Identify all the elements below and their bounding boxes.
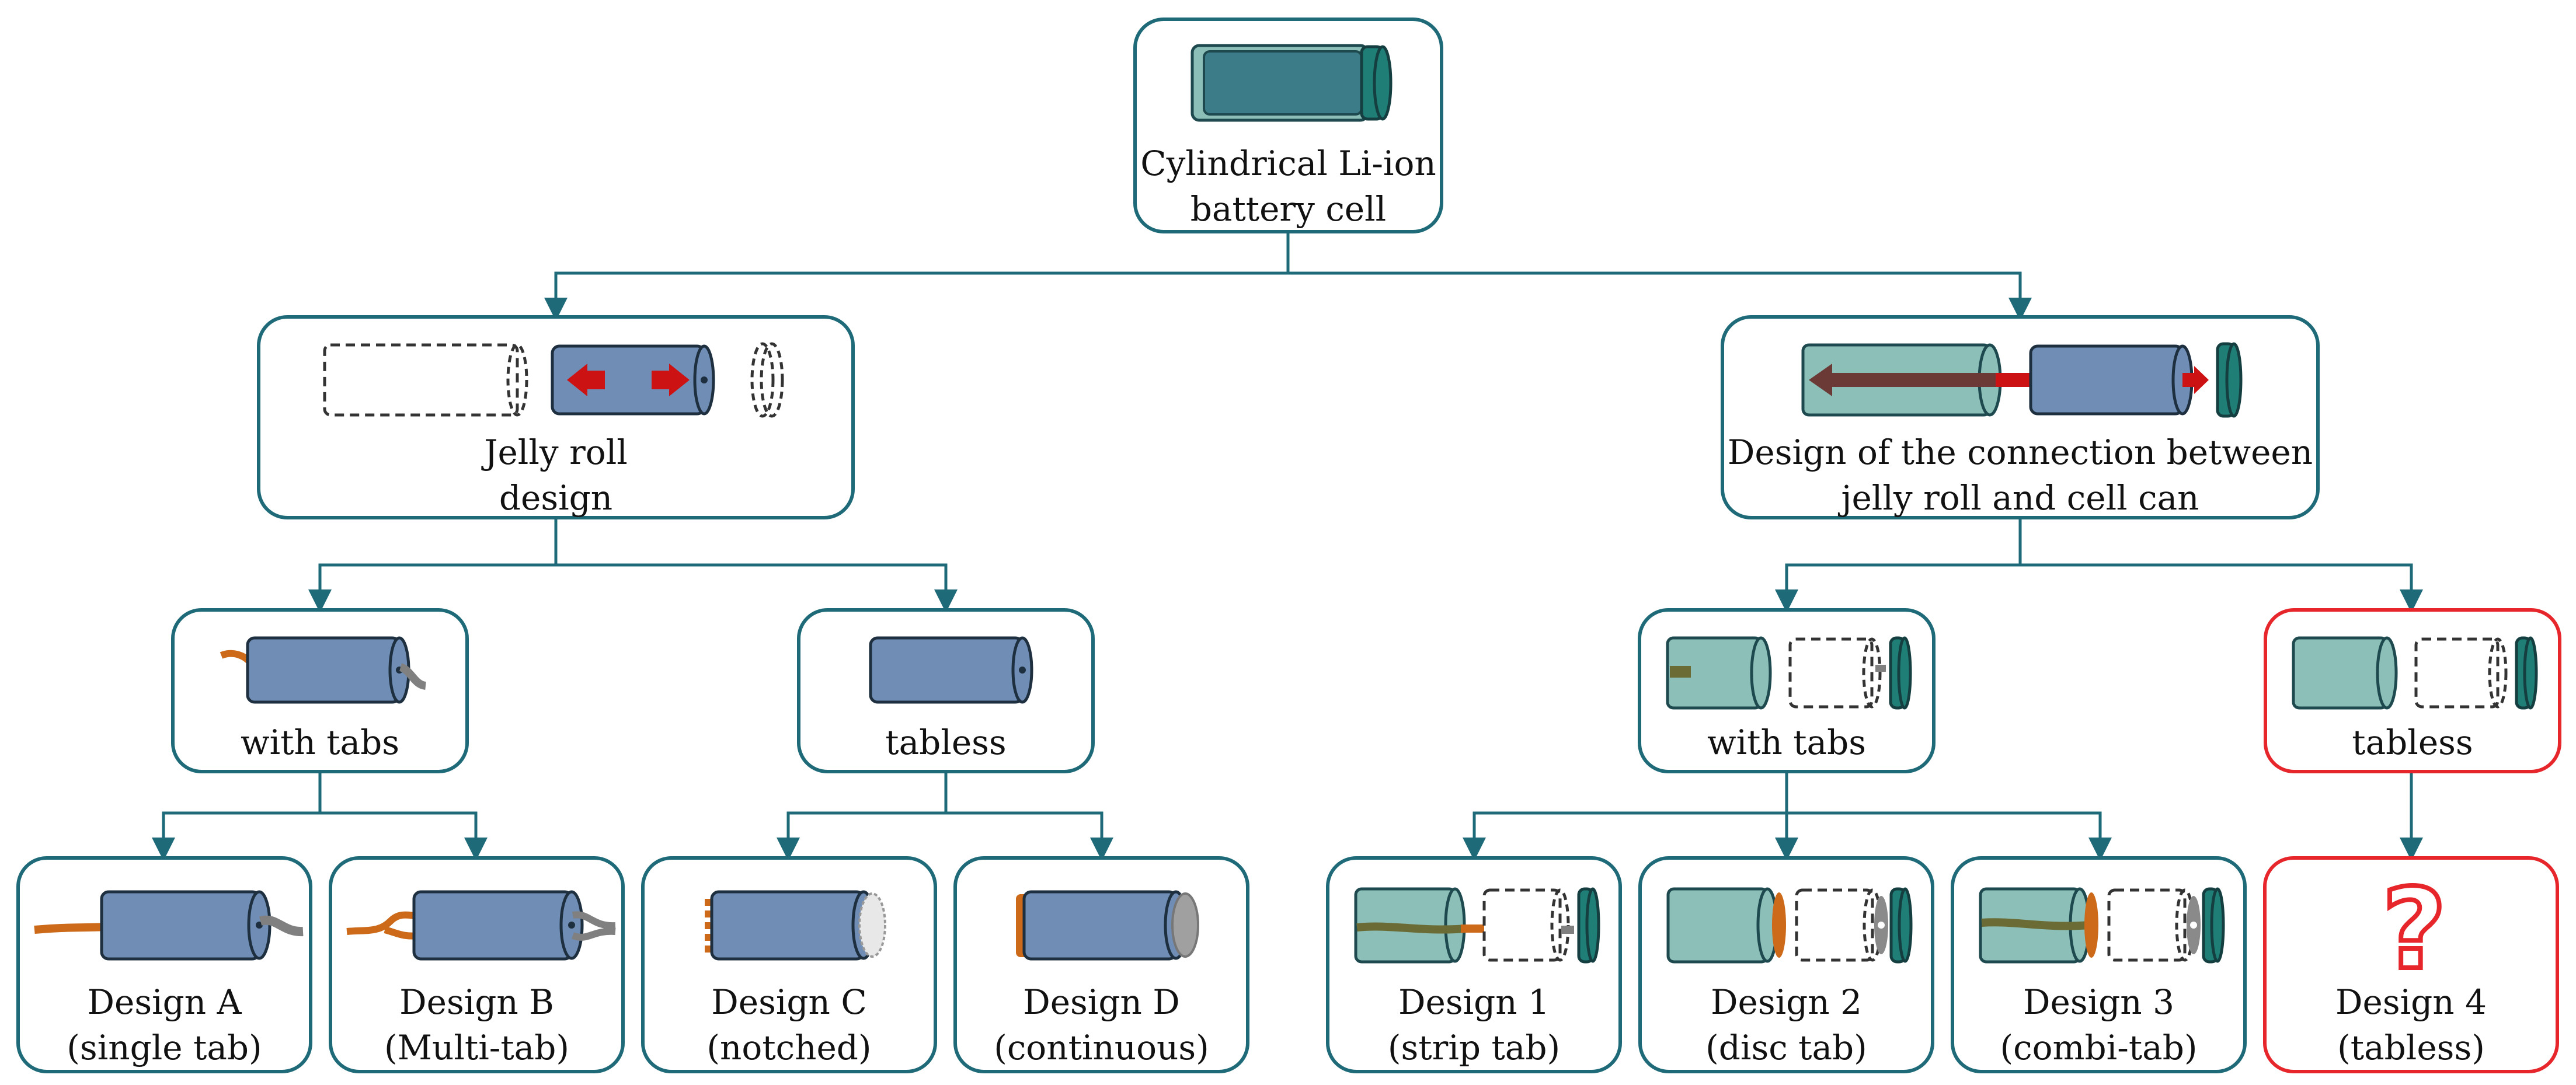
design-d-node: Design D (continuous) [953,856,1249,1073]
design-1-node: Design 1 (strip tab) [1326,856,1622,1073]
design-b-node: Design B (Multi-tab) [329,856,625,1073]
assembled-cell-icon [1190,44,1393,122]
design-2-title: Design 2 [1711,982,1862,1022]
design-b-title: Design B [399,982,554,1022]
design-1-title: Design 1 [1398,982,1550,1022]
jelly-roll-plain-icon [869,636,1033,704]
design-3-title: Design 3 [2023,982,2174,1022]
design-c-title: Design C [711,982,867,1022]
jelly-roll-label-line2: design [499,478,613,518]
disc-tab-icon [1666,887,1913,964]
cell-exploded-icon [1801,342,2243,418]
design-4-title: Design 4 [2335,982,2487,1022]
can-with-tabs-node: with tabs [1638,608,1936,773]
design-a-title: Design A [87,982,242,1022]
jelly-roll-label-line1: Jelly roll [484,432,628,472]
continuous-icon [1016,890,1199,961]
connection-design-node: Design of the connection between jelly r… [1721,315,2320,519]
connection-label-line2: jelly roll and cell can [1841,478,2199,518]
can-tabless-icon [2292,636,2538,710]
design-2-subtitle: (disc tab) [1705,1028,1867,1067]
design-2-node: Design 2 (disc tab) [1638,856,1934,1073]
multi-tab-icon [346,890,616,961]
cc-with-tabs-label: with tabs [1707,723,1867,762]
root-label-line1: Cylindrical Li-ion [1140,144,1436,183]
design-3-node: Design 3 (combi-tab) [1951,856,2247,1073]
design-c-subtitle: (notched) [706,1028,872,1067]
design-d-title: Design D [1023,982,1180,1022]
design-b-subtitle: (Multi-tab) [384,1028,570,1067]
question-mark-glyph: ? [2382,874,2446,976]
design-4-subtitle: (tabless) [2337,1028,2485,1067]
jr-tabless-label: tabless [885,723,1007,762]
question-mark-icon: ? [2380,874,2449,976]
design-d-subtitle: (continuous) [994,1028,1209,1067]
cc-tabless-label: tabless [2352,723,2473,762]
jelly-roll-extraction-icon [323,342,784,418]
root-node: Cylindrical Li-ion battery cell [1133,18,1443,233]
design-4-node: ? Design 4 (tabless) [2263,856,2559,1073]
design-c-node: Design C (notched) [641,856,937,1073]
combi-tab-icon [1979,887,2225,964]
strip-tab-icon [1354,887,1600,964]
design-a-subtitle: (single tab) [67,1028,262,1067]
can-with-tabs-icon [1666,636,1912,710]
jelly-roll-with-tabs-node: with tabs [171,608,469,773]
jelly-roll-tabs-icon [220,636,427,704]
jr-with-tabs-label: with tabs [240,723,400,762]
jelly-roll-tabless-node: tabless [797,608,1095,773]
design-a-node: Design A (single tab) [16,856,312,1073]
single-tab-icon [34,890,304,961]
jelly-roll-design-node: Jelly roll design [257,315,855,519]
notched-icon [705,890,886,961]
root-label-line2: battery cell [1190,189,1387,229]
design-3-subtitle: (combi-tab) [2000,1028,2198,1067]
can-tabless-node: tabless [2264,608,2561,773]
design-1-subtitle: (strip tab) [1387,1028,1561,1067]
connection-label-line1: Design of the connection between [1727,432,2313,472]
